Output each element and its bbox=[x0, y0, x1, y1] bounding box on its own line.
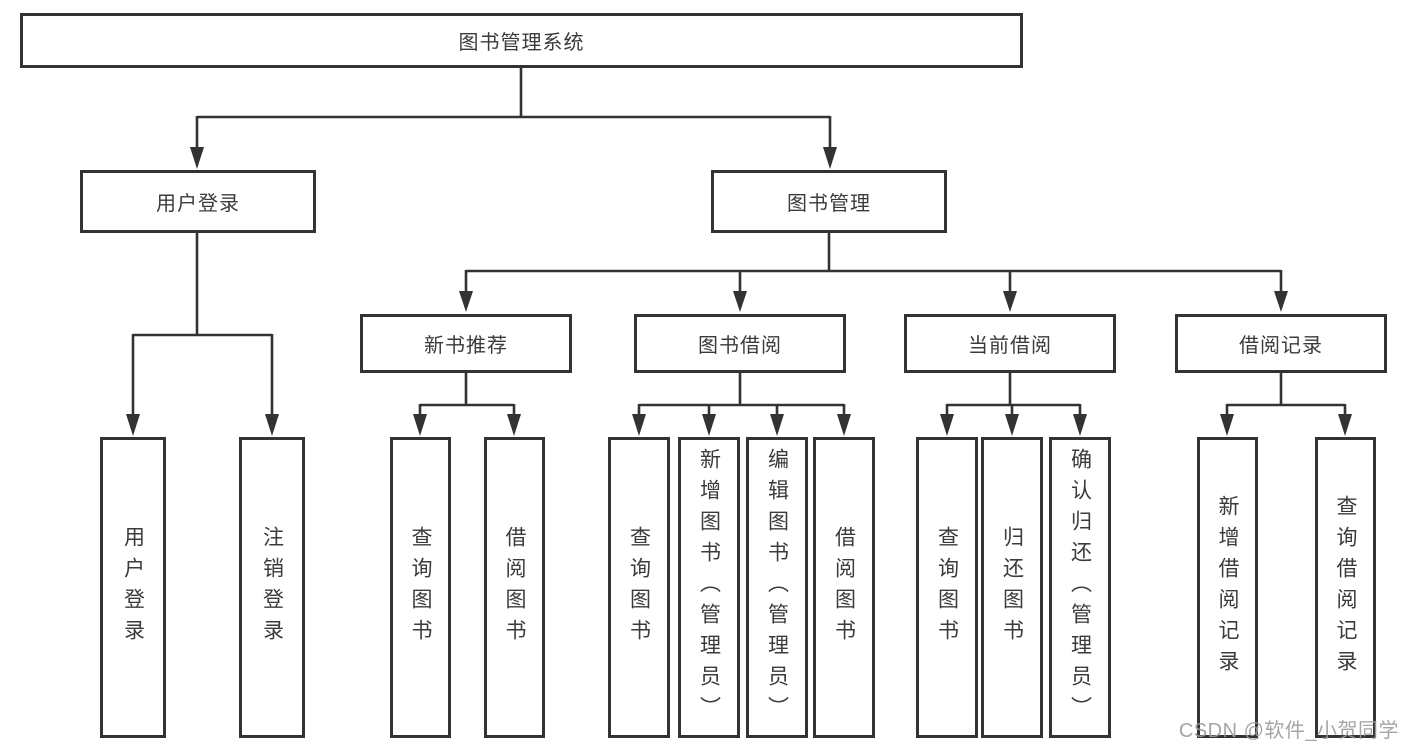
leaf-add-borrow-record: 新增借阅记录 bbox=[1197, 437, 1258, 738]
leaf-borrow-books-recommend: 借阅图书 bbox=[484, 437, 545, 738]
leaf-edit-books-admin: 编辑图书（管理员） bbox=[746, 437, 808, 738]
node-book-borrowing: 图书借阅 bbox=[634, 314, 846, 373]
node-root-library-system: 图书管理系统 bbox=[20, 13, 1023, 68]
leaf-user-login: 用户登录 bbox=[100, 437, 166, 738]
leaf-query-books-borrowing: 查询图书 bbox=[608, 437, 670, 738]
leaf-borrow-books-borrowing: 借阅图书 bbox=[813, 437, 875, 738]
leaf-query-borrow-record: 查询借阅记录 bbox=[1315, 437, 1376, 738]
leaf-confirm-return-admin: 确认归还（管理员） bbox=[1049, 437, 1111, 738]
leaf-add-books-admin: 新增图书（管理员） bbox=[678, 437, 740, 738]
csdn-watermark: CSDN @软件_小贺同学 bbox=[1178, 720, 1399, 742]
leaf-query-books-recommend: 查询图书 bbox=[390, 437, 451, 738]
node-new-book-recommend: 新书推荐 bbox=[360, 314, 572, 373]
node-book-management: 图书管理 bbox=[711, 170, 947, 233]
leaf-query-books-current: 查询图书 bbox=[916, 437, 978, 738]
leaf-logout: 注销登录 bbox=[239, 437, 305, 738]
node-current-borrowing: 当前借阅 bbox=[904, 314, 1116, 373]
leaf-return-books: 归还图书 bbox=[981, 437, 1043, 738]
node-user-login: 用户登录 bbox=[80, 170, 316, 233]
node-borrowing-records: 借阅记录 bbox=[1175, 314, 1387, 373]
